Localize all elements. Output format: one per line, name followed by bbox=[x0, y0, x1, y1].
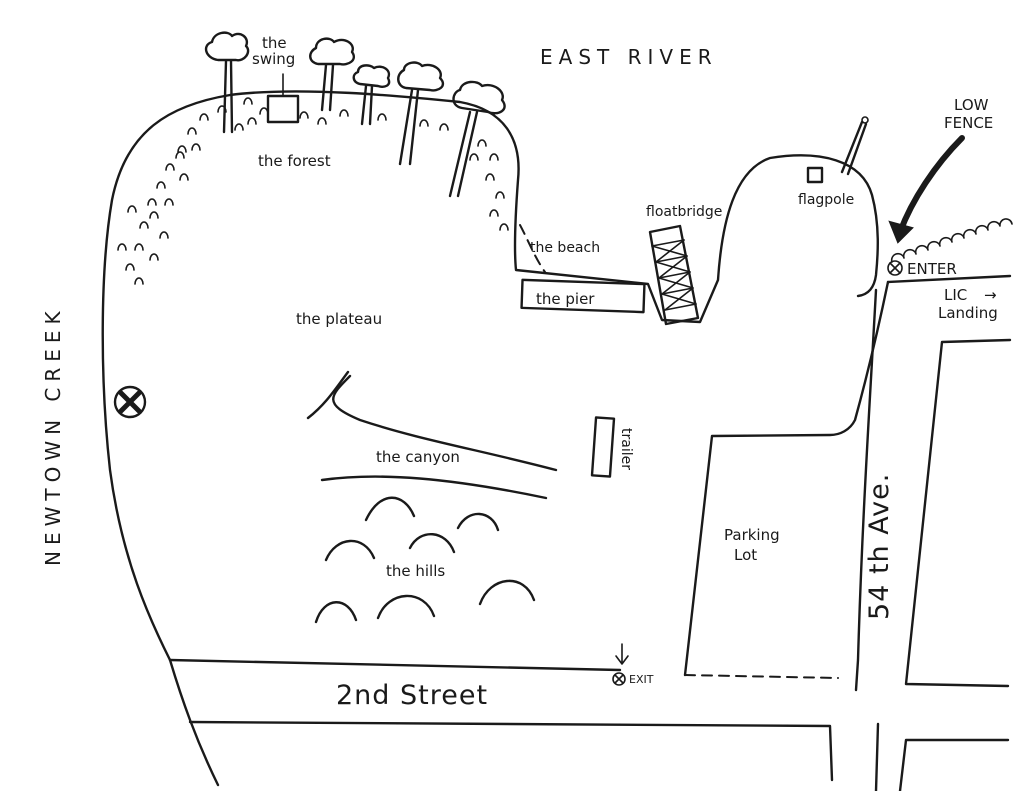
flagpole-label: flagpole bbox=[798, 192, 854, 208]
low-fence-arrow bbox=[897, 135, 965, 235]
lic-landing-arrow-icon: → bbox=[984, 286, 997, 304]
hills bbox=[314, 496, 536, 624]
pier bbox=[520, 278, 646, 314]
newtown-creek-label: NEWTOWN CREEK bbox=[41, 305, 65, 566]
lic-landing-label: LIC bbox=[944, 286, 967, 304]
forest-canopy bbox=[117, 97, 509, 285]
plateau-label: the plateau bbox=[296, 310, 382, 328]
swing-icon bbox=[266, 94, 300, 124]
beach-label: the beach bbox=[530, 240, 600, 256]
swing-label: swing bbox=[252, 50, 295, 68]
enter-marker-icon bbox=[887, 260, 903, 276]
tree bbox=[448, 80, 506, 198]
trailer-label: trailer bbox=[618, 428, 634, 470]
enter-label: ENTER bbox=[907, 260, 957, 278]
low-fence-label: FENCE bbox=[944, 114, 993, 132]
canyon-label: the canyon bbox=[376, 448, 460, 466]
street-south-edge bbox=[188, 720, 880, 791]
block-southeast bbox=[898, 738, 1010, 791]
exit-label: EXIT bbox=[629, 673, 654, 686]
tree bbox=[352, 64, 391, 126]
park-south-edge bbox=[168, 658, 622, 672]
exit-marker-icon bbox=[612, 672, 626, 686]
pier-label: the pier bbox=[536, 290, 595, 308]
creek-shore bbox=[168, 658, 220, 787]
tree bbox=[309, 37, 355, 112]
forest-label: the forest bbox=[258, 152, 331, 170]
low-fence-label: LOW bbox=[954, 96, 989, 114]
tree bbox=[204, 31, 250, 134]
exit-arrow-icon bbox=[615, 643, 629, 665]
hills-label: the hills bbox=[386, 562, 445, 580]
second-street-label: 2nd Street bbox=[336, 680, 488, 711]
canyon-ridge bbox=[306, 370, 350, 420]
parking-lot-label: Parking bbox=[724, 526, 780, 544]
x-marker-icon bbox=[113, 385, 147, 419]
lic-landing-label: Landing bbox=[938, 304, 998, 322]
avenue-west-edge bbox=[854, 288, 878, 692]
swing-label: the bbox=[262, 34, 287, 52]
east-river-label: EAST RIVER bbox=[540, 45, 718, 69]
tree bbox=[397, 61, 445, 166]
block-east bbox=[904, 338, 1012, 688]
avenue-label: 54 th Ave. bbox=[864, 473, 895, 620]
park-boundary bbox=[101, 90, 879, 662]
low-fence bbox=[890, 218, 1013, 263]
park-exit-dash bbox=[684, 674, 839, 679]
flagpole-pole bbox=[840, 120, 868, 176]
canyon-floor bbox=[320, 475, 548, 500]
park-east-edge bbox=[683, 280, 890, 677]
trailer-icon bbox=[590, 416, 616, 478]
parking-lot-label: Lot bbox=[734, 546, 757, 564]
flagpole-icon bbox=[806, 166, 824, 184]
floatbridge-label: floatbridge bbox=[646, 204, 722, 220]
beach-dash bbox=[519, 224, 546, 273]
floatbridge-icon bbox=[648, 224, 700, 326]
canyon-ridge bbox=[332, 374, 558, 472]
